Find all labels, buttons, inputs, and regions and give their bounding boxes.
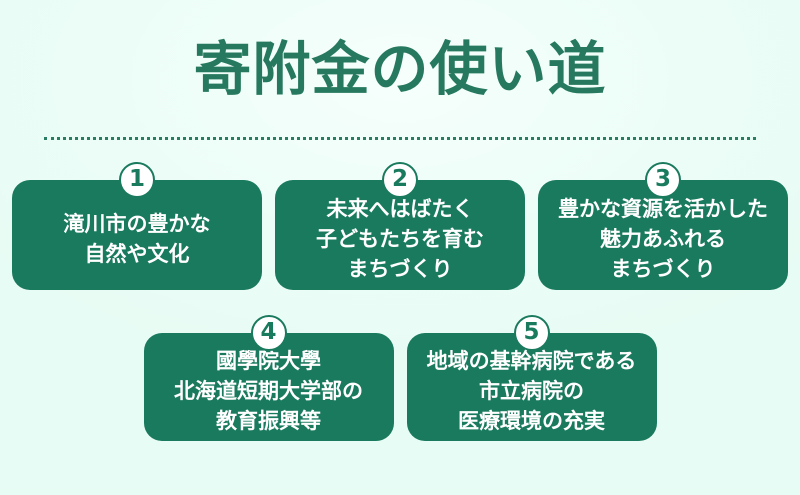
usage-card-3: 3 豊かな資源を活かした 魅力あふれる まちづくり — [538, 162, 788, 290]
number-badge-5: 5 — [513, 315, 550, 351]
card-text-line: まちづくり — [610, 256, 716, 281]
card-text-line: 未来へはばたく — [326, 196, 474, 221]
card-text-line: 地域の基幹病院である — [426, 348, 637, 373]
card-text-line: 自然や文化 — [84, 241, 190, 266]
dotted-divider — [44, 137, 756, 140]
badge-number: 4 — [260, 319, 277, 345]
card-text-line: 北海道短期大学部の — [174, 378, 363, 403]
badge-number: 5 — [523, 319, 540, 345]
card-text-line: 魅力あふれる — [600, 226, 726, 251]
card-text-line: 子どもたちを育む — [316, 226, 484, 251]
card-text-line: 市立病院の — [479, 378, 584, 403]
badge-number: 2 — [391, 166, 408, 192]
card-text-line: 医療環境の充実 — [458, 408, 605, 433]
badge-number: 3 — [654, 166, 671, 192]
usage-card-2: 2 未来へはばたく 子どもたちを育む まちづくり — [275, 162, 525, 290]
usage-card-1: 1 滝川市の豊かな 自然や文化 — [12, 162, 262, 290]
cards-row-1: 1 滝川市の豊かな 自然や文化 2 未来へはばたく 子どもたちを育む まちづくり… — [0, 162, 800, 290]
cards-row-2: 4 國學院大學 北海道短期大学部の 教育振興等 5 地域の基幹病院である 市立病… — [0, 315, 800, 441]
number-badge-3: 3 — [645, 162, 681, 198]
usage-card-4: 4 國學院大學 北海道短期大学部の 教育振興等 — [143, 315, 394, 441]
card-text-line: 國學院大學 — [216, 348, 321, 373]
card-text-line: まちづくり — [347, 256, 453, 281]
page-title: 寄附金の使い道 — [193, 35, 607, 103]
badge-number: 1 — [128, 166, 145, 192]
usage-card-5: 5 地域の基幹病院である 市立病院の 医療環境の充実 — [406, 315, 657, 441]
number-badge-1: 1 — [119, 162, 155, 198]
card-text-line: 豊かな資源を活かした — [558, 196, 768, 221]
card-text-line: 滝川市の豊かな — [63, 211, 211, 236]
number-badge-2: 2 — [382, 162, 418, 198]
card-text-line: 教育振興等 — [216, 408, 321, 433]
number-badge-4: 4 — [250, 315, 287, 351]
